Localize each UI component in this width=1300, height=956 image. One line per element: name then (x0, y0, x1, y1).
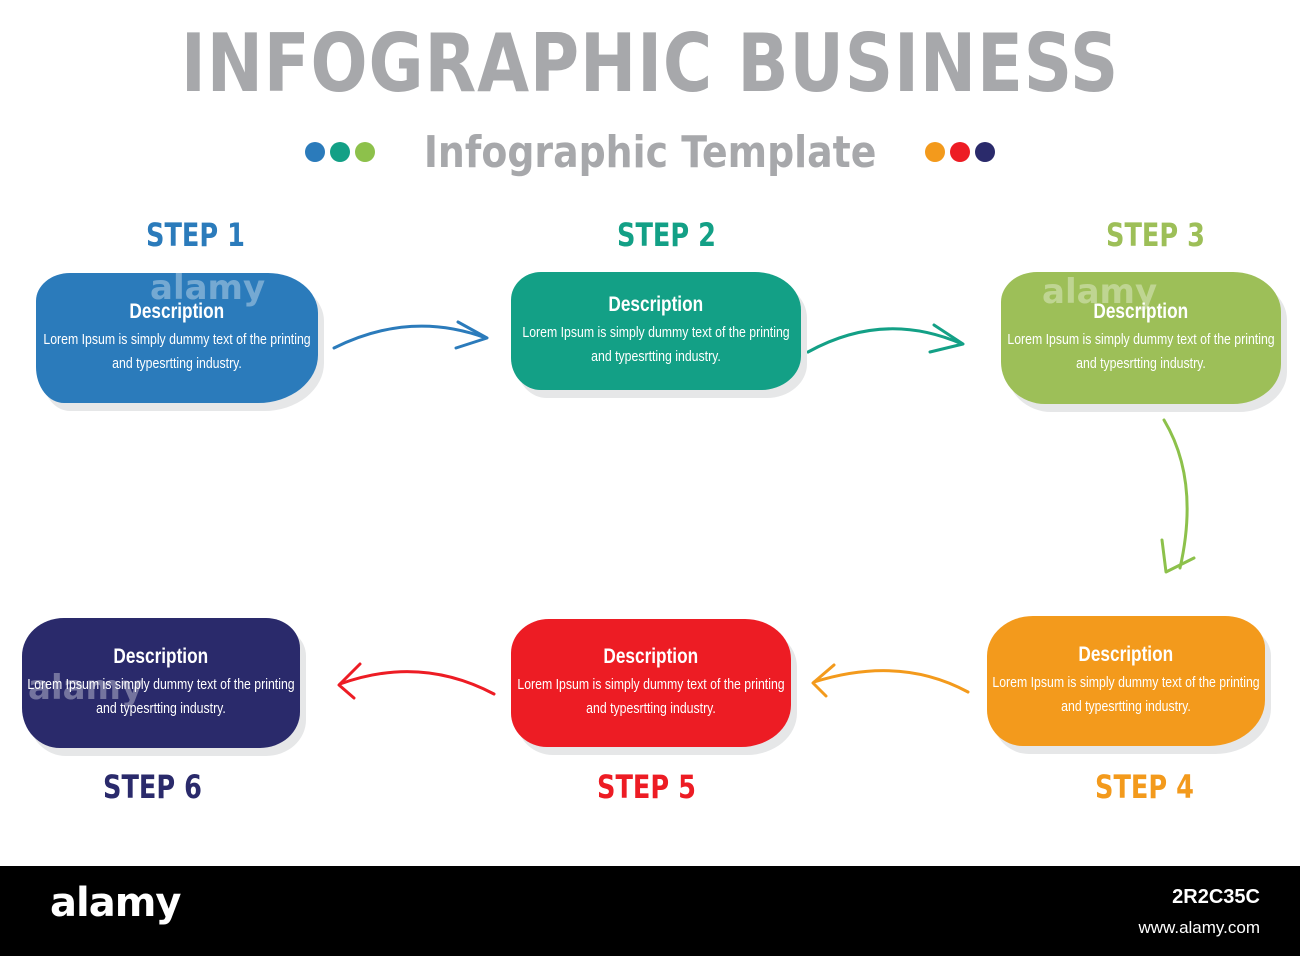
subtitle: Infographic Template (423, 126, 877, 178)
dot-green (354, 142, 375, 162)
dot-navy (975, 142, 996, 162)
step-6-label: STEP 6 (103, 768, 202, 806)
subtitle-row: Infographic Template (0, 122, 1300, 182)
arrow-5-to-6-head (337, 662, 362, 700)
step-1-title: Description (129, 300, 225, 323)
footer-url: www.alamy.com (1138, 918, 1260, 937)
arrow-4-to-5 (812, 669, 970, 694)
step-4-label: STEP 4 (1095, 768, 1194, 806)
dot-teal (329, 142, 350, 162)
arrow-2-to-3 (806, 327, 964, 354)
arrow-5-to-6 (338, 670, 496, 696)
step-2-text: Lorem Ipsum is simply dummy text of the … (522, 324, 790, 365)
step-3-label: STEP 3 (1106, 216, 1205, 254)
step-4-card: Description Lorem Ipsum is simply dummy … (987, 616, 1265, 746)
step-1-card: Description Lorem Ipsum is simply dummy … (36, 273, 318, 403)
arrow-1-to-2 (332, 324, 488, 350)
step-2-title: Description (608, 293, 704, 316)
step-3-card: Description Lorem Ipsum is simply dummy … (1001, 272, 1281, 404)
step-6-card: Description Lorem Ipsum is simply dummy … (22, 618, 300, 748)
step-4-text: Lorem Ipsum is simply dummy text of the … (992, 674, 1260, 715)
step-4-title: Description (1078, 643, 1174, 666)
page-title: INFOGRAPHIC BUSINESS (180, 17, 1120, 110)
arrow-3-to-4-head (1160, 538, 1196, 574)
arrow-4-to-5-head (811, 663, 836, 698)
dot-red (950, 142, 971, 162)
arrow-3-to-4 (1162, 418, 1189, 570)
footer-logo: alamy (50, 880, 181, 926)
connector-arrows (332, 320, 1196, 700)
dots-right (925, 142, 996, 162)
step-1-text: Lorem Ipsum is simply dummy text of the … (43, 331, 311, 372)
step-3-title: Description (1093, 300, 1189, 323)
step-3-text: Lorem Ipsum is simply dummy text of the … (1007, 331, 1275, 372)
arrow-2-to-3-head (928, 323, 965, 354)
step-6-title: Description (113, 645, 209, 668)
step-5-title: Description (603, 645, 699, 668)
step-1-label: STEP 1 (146, 216, 245, 254)
step-2-card: Description Lorem Ipsum is simply dummy … (511, 272, 801, 390)
step-2-label: STEP 2 (617, 216, 716, 254)
step-6-text: Lorem Ipsum is simply dummy text of the … (27, 676, 295, 717)
step-5-label: STEP 5 (597, 768, 696, 806)
footer-image-id: 2R2C35C (1172, 886, 1260, 908)
step-5-text: Lorem Ipsum is simply dummy text of the … (517, 676, 785, 717)
footer-bar: alamy 2R2C35C www.alamy.com (0, 866, 1300, 956)
arrow-1-to-2-head (454, 320, 489, 350)
step-5-card: Description Lorem Ipsum is simply dummy … (511, 619, 791, 747)
dots-left (304, 142, 375, 162)
dot-orange (925, 142, 946, 162)
dot-blue (304, 142, 325, 162)
